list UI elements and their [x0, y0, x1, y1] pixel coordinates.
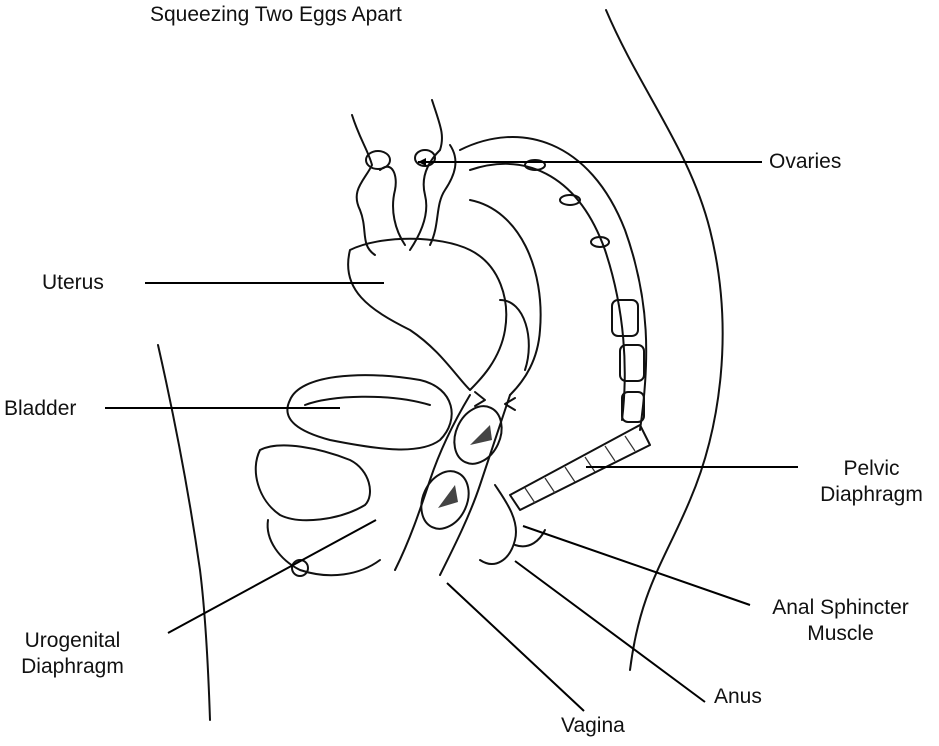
label-vagina: Vagina	[561, 713, 625, 739]
abdomen-outline	[158, 345, 210, 720]
label-uterus: Uterus	[42, 270, 104, 296]
bladder-outline	[287, 375, 451, 449]
leader-vagina	[447, 583, 584, 711]
leader-anus	[515, 561, 705, 702]
label-pelvic-diaphragm: Pelvic Diaphragm	[804, 456, 939, 508]
fallopian-tube-left	[352, 115, 375, 255]
pubic-bone	[256, 445, 370, 520]
label-pelvic-line1: Pelvic	[804, 456, 939, 482]
sacrum-outline	[460, 137, 646, 430]
hatch-lines	[525, 436, 635, 503]
label-pelvic-line2: Diaphragm	[804, 482, 939, 508]
label-ovaries: Ovaries	[769, 149, 841, 175]
vaginal-wall	[395, 395, 470, 570]
uterus-outline	[348, 239, 506, 390]
label-anal-sphincter-muscle: Anal Sphincter Muscle	[748, 595, 933, 647]
label-anus: Anus	[714, 684, 762, 710]
label-anal-line2: Muscle	[748, 621, 933, 647]
label-urogenital-line2: Diaphragm	[0, 654, 145, 680]
vertebra	[612, 300, 638, 336]
label-urogenital-diaphragm: Urogenital Diaphragm	[0, 628, 145, 680]
egg-upper	[445, 399, 510, 472]
label-urogenital-line1: Urogenital	[0, 628, 145, 654]
egg-lower-arrow	[438, 485, 458, 508]
leader-urogenital	[168, 520, 376, 633]
caption-top: Squeezing Two Eggs Apart	[150, 2, 402, 28]
label-bladder: Bladder	[4, 396, 76, 422]
small-arrow	[475, 392, 485, 406]
fallopian-tube-right	[410, 100, 442, 250]
egg-upper-arrow	[470, 425, 492, 445]
label-anal-line1: Anal Sphincter	[748, 595, 933, 621]
